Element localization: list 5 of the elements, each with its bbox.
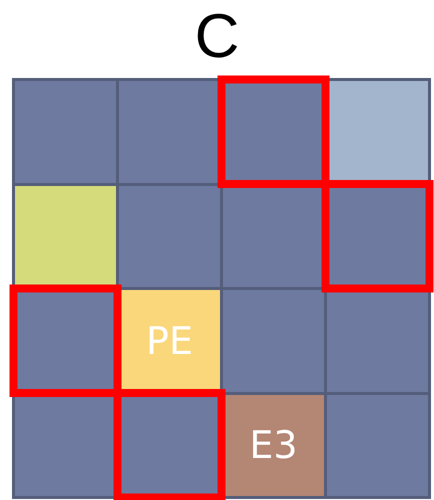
grid-cell [12, 78, 119, 186]
grid-cell [220, 287, 327, 394]
cell-label: PE [146, 318, 193, 363]
title: C [194, 1, 240, 73]
cell-label: E3 [249, 423, 298, 468]
